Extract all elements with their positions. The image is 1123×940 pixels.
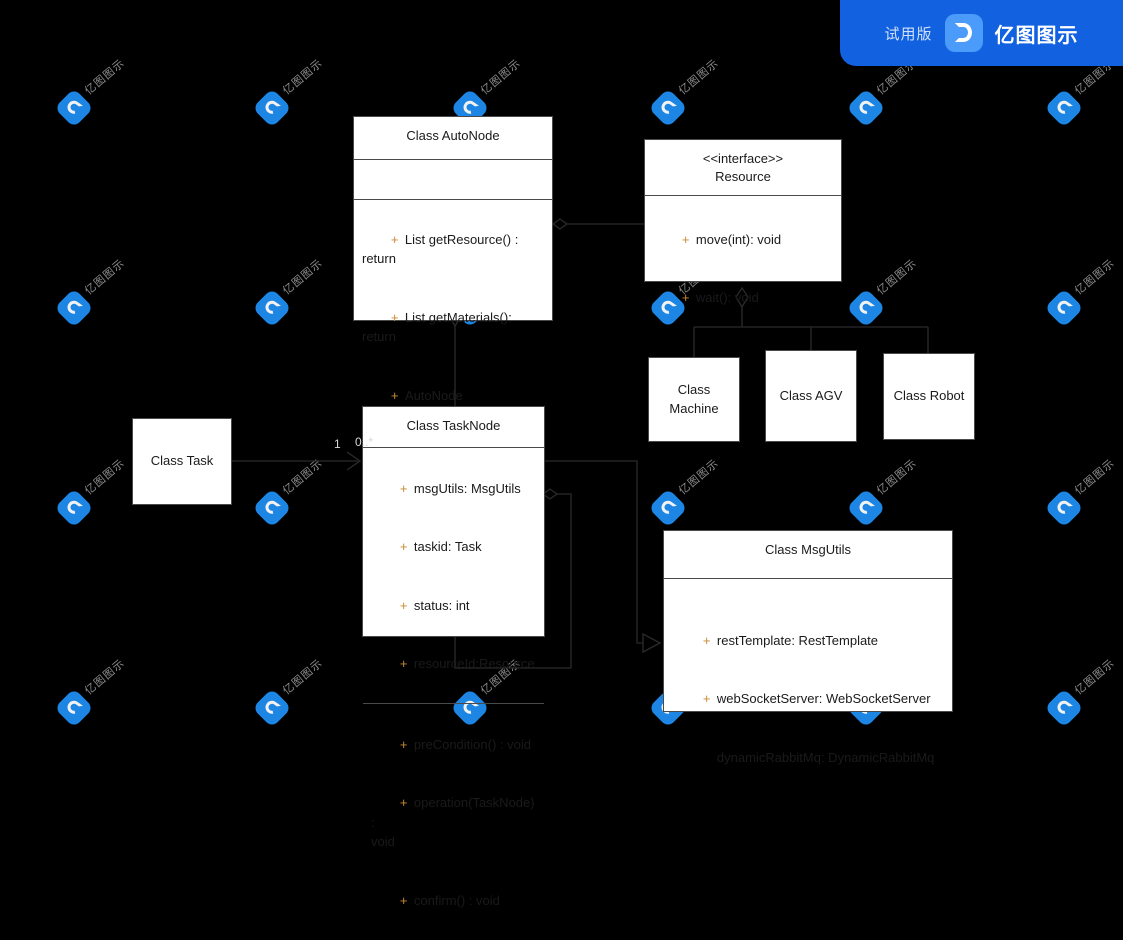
attribute-row: +msgUtils: MsgUtils (399, 480, 521, 496)
interface-title-resource: <<interface>> Resource (645, 140, 841, 196)
method-row: +wait(): void (681, 290, 759, 305)
class-title-tasknode: Class TaskNode (363, 407, 544, 448)
class-box-agv[interactable]: Class AGV (765, 350, 857, 442)
method-row: +List getMaterials(): return (362, 309, 516, 345)
method-row: +preCondition() : void (399, 736, 531, 752)
class-title-task: Class Task (150, 453, 214, 469)
class-title-agv: Class AGV (779, 387, 843, 403)
method-row: +List getResource() : return (362, 231, 522, 267)
interface-name-label: Resource (715, 168, 771, 184)
edraw-logo-icon (944, 14, 983, 52)
multiplicity-tasknode-end: 0..* (355, 435, 374, 449)
attribute-row: +status: int (399, 597, 470, 613)
attribute-row: +taskid: Task (399, 539, 482, 554)
connector-tasknode-self (454, 488, 572, 669)
multiplicity-task-end: 1 (334, 437, 341, 451)
connector-task-tasknode (232, 451, 362, 471)
methods-tasknode: +preCondition() : void +operation(TaskNo… (363, 704, 544, 940)
connector-resource-subclasses (693, 286, 929, 357)
method-row: +operation(TaskNode) : void (371, 795, 535, 849)
connector-tasknode-msgutils (545, 460, 662, 654)
attribute-row: +webSocketServer: WebSocketServer (702, 691, 931, 706)
class-title-machine: Class Machine (669, 382, 719, 416)
brand-label: 亿图图示 (994, 22, 1079, 47)
method-row: +confirm() : void (399, 892, 500, 908)
attributes-autonode (354, 160, 552, 200)
diagram-canvas: 1 0..* Class AutoNode +List getResource(… (0, 0, 1123, 794)
method-row: +move(int): void (681, 231, 782, 247)
attributes-tasknode: +msgUtils: MsgUtils +taskid: Task +statu… (363, 448, 544, 704)
class-box-autonode[interactable]: Class AutoNode +List getResource() : ret… (353, 116, 553, 422)
connector-autonode-resource (551, 218, 644, 230)
stereotype-label: <<interface>> (702, 151, 784, 166)
trial-label: 试用版 (884, 24, 933, 43)
attribute-row: +resourceId:Resource (399, 656, 535, 671)
attribute-row: +restTemplate: RestTemplate (702, 632, 879, 648)
methods-resource: +move(int): void +wait(): void (645, 196, 841, 337)
attributes-msgutils: +restTemplate: RestTemplate +webSocketSe… (664, 579, 952, 797)
class-title-autonode: Class AutoNode (354, 117, 552, 160)
class-title-robot: Class Robot (893, 388, 965, 404)
class-box-resource[interactable]: <<interface>> Resource +move(int): void … (644, 139, 842, 305)
class-box-tasknode[interactable]: Class TaskNode +msgUtils: MsgUtils +task… (362, 406, 545, 908)
class-box-machine[interactable]: Class Machine (648, 357, 740, 442)
class-box-task[interactable]: Class Task (132, 418, 232, 505)
class-box-robot[interactable]: Class Robot (883, 353, 975, 440)
class-box-msgutils[interactable]: Class MsgUtils +restTemplate: RestTempla… (663, 530, 953, 765)
attribute-row: dynamicRabbitMq: DynamicRabbitMq (716, 749, 935, 765)
class-title-msgutils: Class MsgUtils (664, 531, 952, 579)
trial-banner[interactable]: 试用版 亿图图示 (840, 0, 1123, 66)
